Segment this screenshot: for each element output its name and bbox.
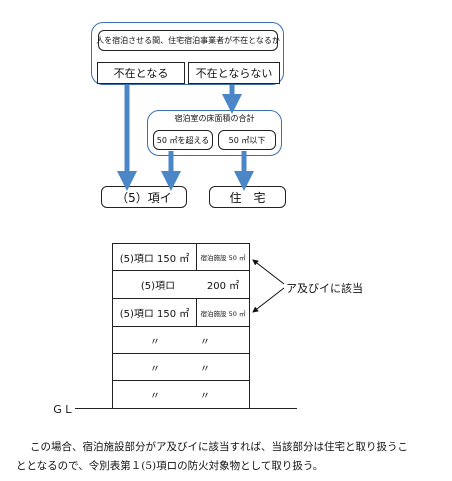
floor-1-use: 〃 <box>150 391 160 402</box>
floor-5-use: (5)項ロ <box>113 271 203 299</box>
result-5i-box: （5）項イ <box>101 186 187 208</box>
under-50-box: 50 ㎡以下 <box>218 130 276 150</box>
over-50-box: 50 ㎡を超える <box>153 130 213 150</box>
floor-area-title: 宿泊室の床面積の合計 <box>174 114 255 123</box>
question-group-frame <box>91 22 284 85</box>
floor-2-area: 〃 <box>200 364 210 375</box>
note-line-2: ととなるので、令別表第１(5)項ロの防火対象物として取り扱う。 <box>16 460 324 472</box>
ground-line <box>75 408 297 409</box>
floor-area-group-frame <box>147 110 282 156</box>
note-line-1: この場合、宿泊施設部分がア及びイに該当すれば、当該部分は住宅と取り扱うこ <box>30 441 408 453</box>
callout-arrow-upper <box>252 259 285 285</box>
ground-level-label: ＧＬ <box>52 403 74 416</box>
callout-arrows <box>252 259 285 313</box>
floor-divider <box>112 380 250 381</box>
flow-arrows <box>117 85 254 191</box>
floor-4-lodging: 宿泊施設 50 ㎡ <box>197 299 249 327</box>
floor-4-use: (5)項ロ 150 ㎡ <box>113 299 197 327</box>
floor-5-area: 200 ㎡ <box>197 271 249 299</box>
building-section: (5)項ロ 150 ㎡ 宿泊施設 50 ㎡ (5)項ロ 200 ㎡ (5)項ロ … <box>112 243 250 409</box>
floor-6-lodging: 宿泊施設 50 ㎡ <box>197 244 249 271</box>
floor-divider <box>112 353 250 354</box>
callout-label: ア及びイに該当 <box>286 282 363 295</box>
floor-6-use: (5)項ロ 150 ㎡ <box>113 244 197 271</box>
floor-3-area: 〃 <box>200 337 210 348</box>
floor-1-area: 〃 <box>200 391 210 402</box>
option-absent-box: 不在となる <box>97 62 185 84</box>
option-present-box: 不在とならない <box>188 62 280 84</box>
question-box: 人を宿泊させる間、住宅宿泊事業者が不在となるか <box>96 30 280 51</box>
callout-arrow-lower <box>252 287 285 313</box>
